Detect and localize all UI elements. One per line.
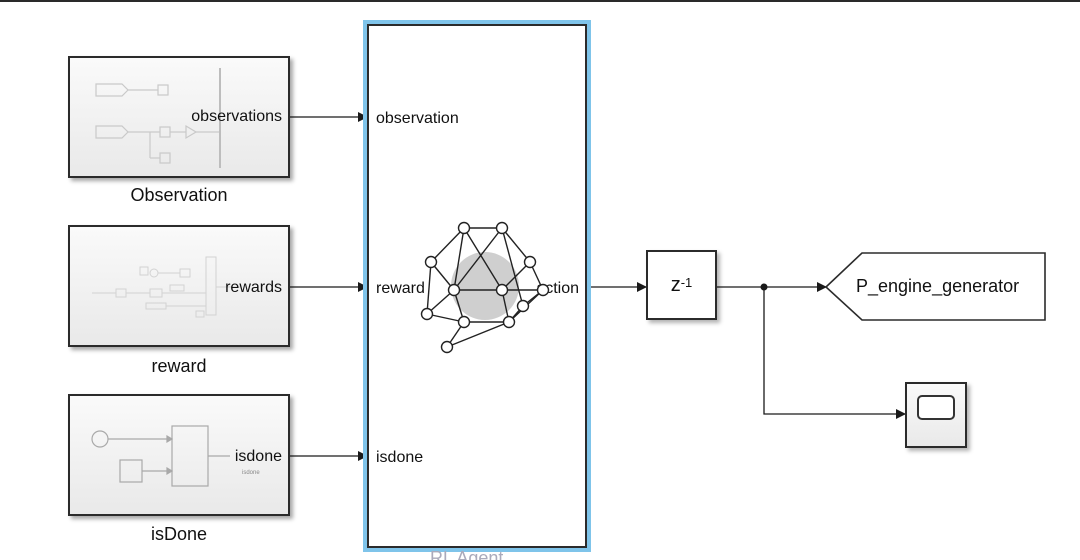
delay-exponent: -1 [680,274,693,290]
delay-base: z [670,273,681,296]
isdone-subsystem-contents [91,425,230,487]
wire-branch-to-scope [763,287,906,419]
observation-block-name: Observation [130,185,228,205]
scope-screen-icon [917,395,955,420]
isdone-out-port-label: isdone [234,448,282,465]
agent-in-port-reward: reward [376,280,425,297]
agent-in-port-isdone: isdone [376,449,424,466]
reward-subsystem-contents [92,256,240,318]
agent-block-name: RL Agent [430,548,504,560]
unit-delay-block[interactable]: z-1 [646,250,717,320]
isdone-subsystem[interactable]: isdone isdone [68,394,290,516]
window-top-border [0,0,1080,2]
goto-block [824,252,1046,321]
reward-out-port-label: rewards [225,279,282,296]
goto-tag-label[interactable]: P_engine_generator [856,276,1020,296]
reward-block-name: reward [151,356,207,376]
rl-agent-block[interactable]: observation reward isdone action [363,20,591,552]
observation-subsystem-contents [95,68,221,168]
reward-subsystem[interactable]: rewards [68,225,290,347]
observation-out-port-label: observations [191,108,282,125]
scope-block[interactable] [905,382,967,448]
neural-network-icon [420,221,550,354]
isdone-inner-port-label: isdone [242,470,260,476]
branch-point [760,283,768,291]
isdone-block-name: isDone [150,524,208,544]
agent-in-port-observation: observation [376,110,459,127]
observation-subsystem[interactable]: observations [68,56,290,178]
